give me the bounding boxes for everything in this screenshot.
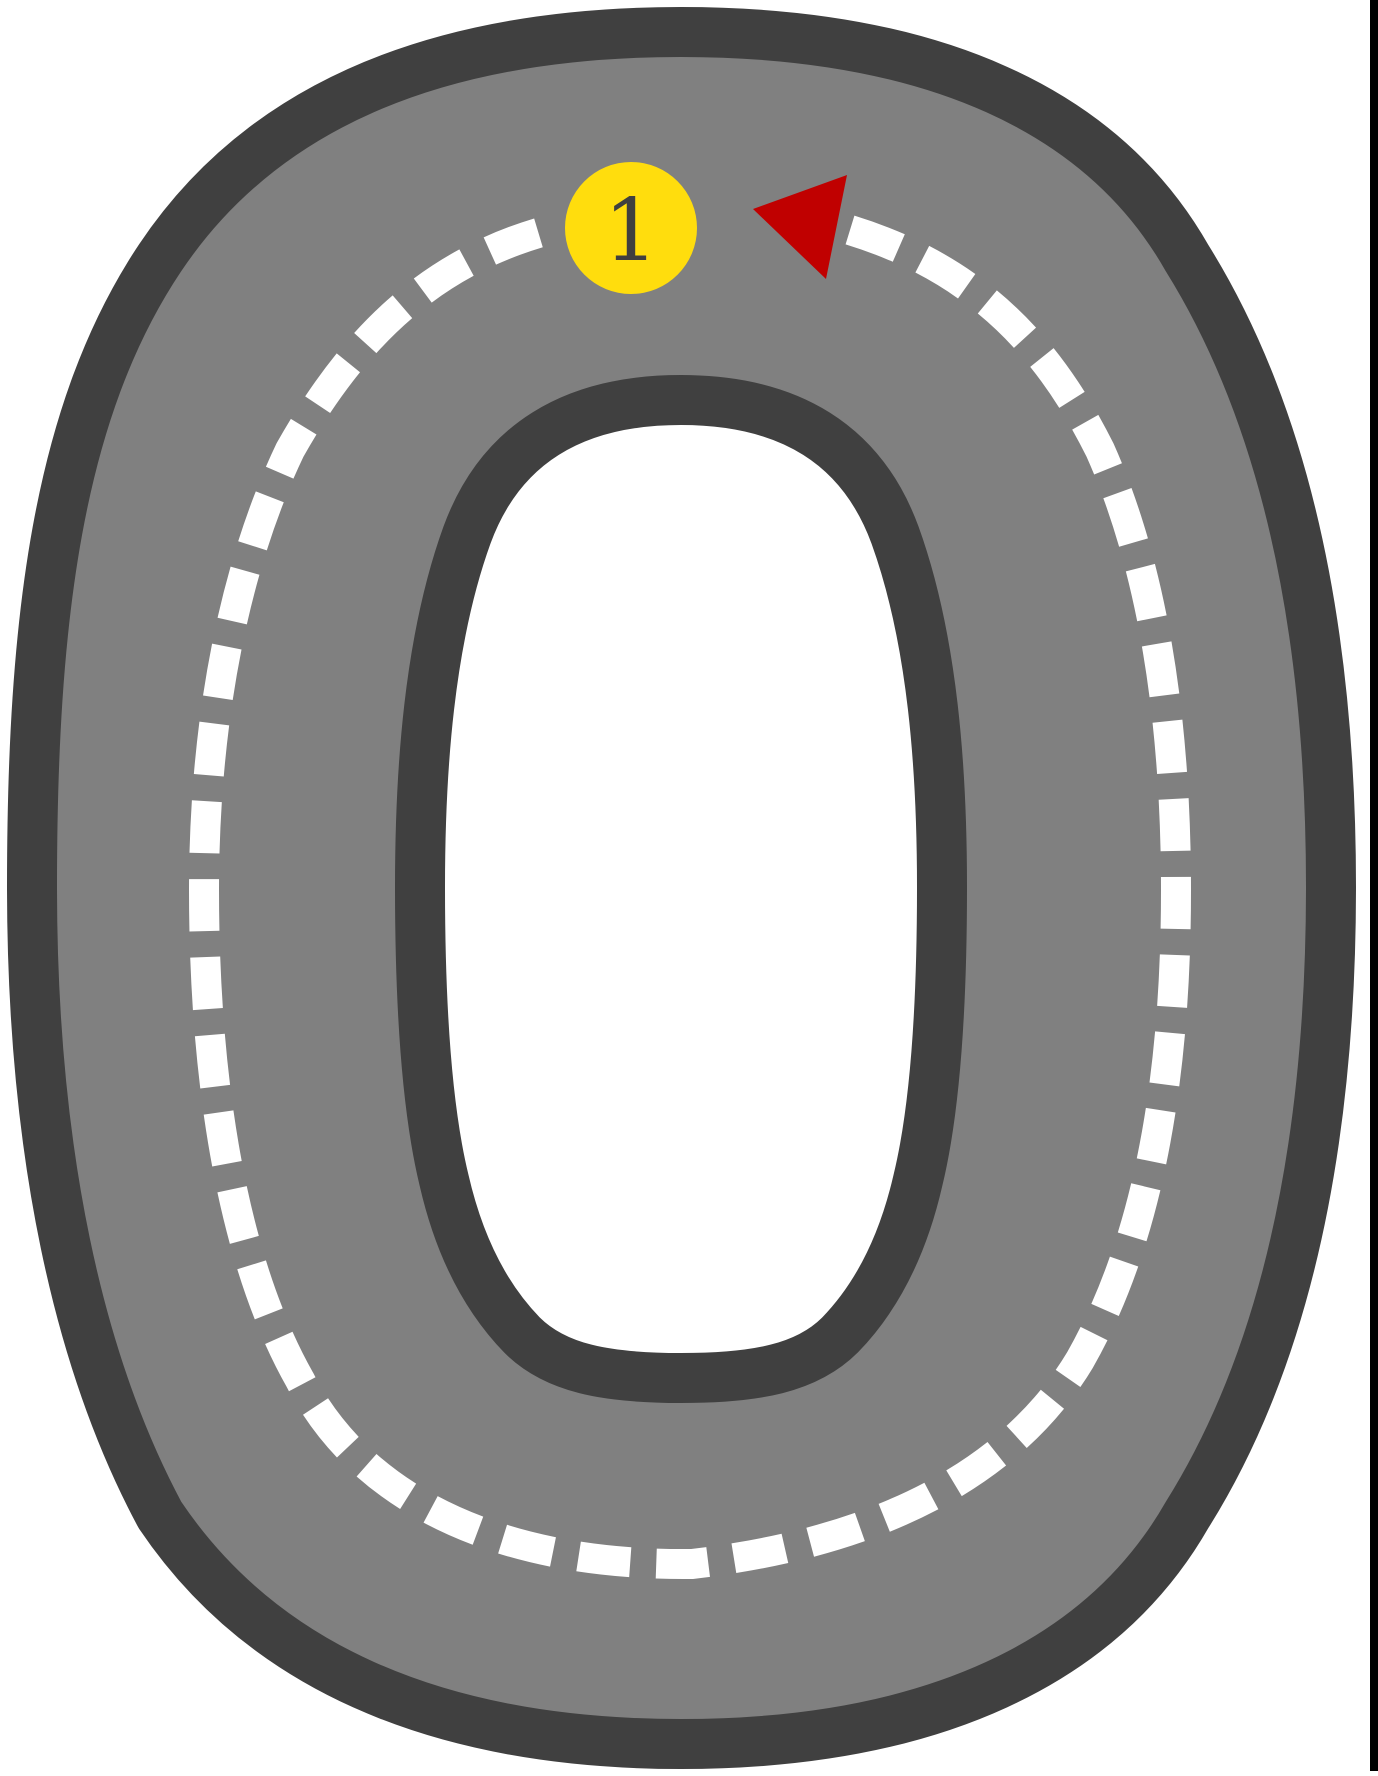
page-edge-rule: [1370, 0, 1378, 1771]
stroke-start-badge: 1: [565, 162, 697, 294]
digit-counter: [420, 400, 942, 1378]
stroke-number: 1: [604, 181, 659, 281]
